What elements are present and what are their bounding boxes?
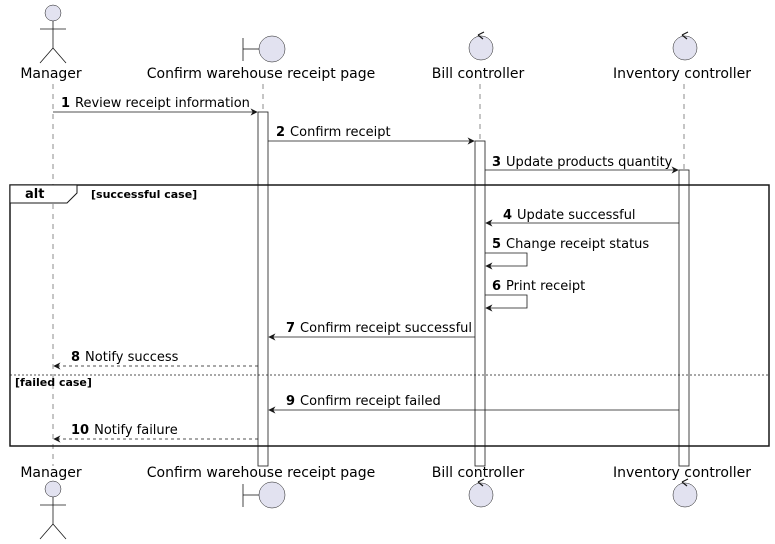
alt-keyword: alt: [25, 187, 44, 202]
guard-successful-case: [successful case]: [91, 188, 197, 201]
guard-failed-case: [failed case]: [15, 376, 92, 389]
activation-inventory: [678, 169, 690, 467]
manager-actor-icon: [39, 4, 67, 64]
activation-page: [257, 111, 269, 467]
message-arrow-5: [485, 252, 528, 270]
participant-label-manager-top: Manager: [20, 66, 82, 82]
control-icon: [672, 31, 698, 61]
boundary-icon: [242, 35, 286, 63]
participant-label-bill-bottom: Bill controller: [432, 465, 525, 481]
control-icon: [468, 31, 494, 61]
participant-label-inventory-bottom: Inventory controller: [613, 465, 751, 481]
alt-fragment-tab: [9, 184, 78, 204]
control-icon: [468, 478, 494, 508]
participant-label-page-bottom: Confirm warehouse receipt page: [147, 465, 375, 481]
message-arrow-6: [485, 294, 528, 312]
participant-label-inventory-top: Inventory controller: [613, 66, 751, 82]
control-icon: [672, 478, 698, 508]
participant-label-page-top: Confirm warehouse receipt page: [147, 66, 375, 82]
boundary-icon: [242, 481, 286, 509]
activation-bill: [474, 140, 486, 467]
manager-actor-icon: [39, 480, 67, 540]
alt-fragment: [9, 184, 770, 447]
participant-label-manager-bottom: Manager: [20, 465, 82, 481]
participant-label-bill-top: Bill controller: [432, 66, 525, 82]
